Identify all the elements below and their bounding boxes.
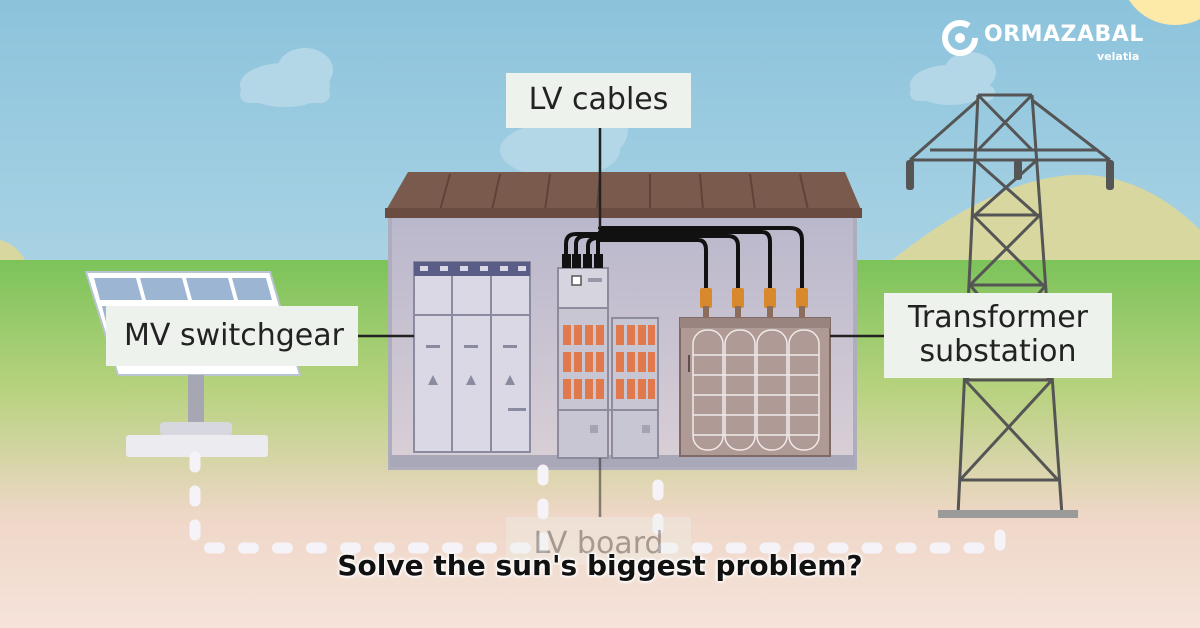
label-transformer-substation: Transformer substation (884, 293, 1112, 378)
brand-logo: ORMAZABAL velatia (940, 16, 1160, 66)
underground-cables (189, 451, 1006, 554)
transformer (679, 317, 831, 457)
ormazabal-ring-logo-icon (942, 20, 978, 56)
label-transformer-line2: substation (919, 334, 1077, 369)
label-lv-cables: LV cables (506, 73, 691, 128)
sun (1128, 0, 1200, 25)
lv-board-cable-plugs (562, 254, 603, 268)
cloud-right (910, 52, 996, 105)
leader-lines (358, 128, 884, 517)
brand-sub: velatia (1097, 50, 1140, 63)
label-mv-switchgear: MV switchgear (106, 306, 358, 366)
brand-name: ORMAZABAL (984, 22, 1144, 47)
roof (385, 172, 862, 218)
cloud-left (240, 48, 333, 107)
mv-switchgear-cabinet (413, 261, 531, 453)
tower-insulators (906, 160, 1114, 190)
label-transformer-line1: Transformer (907, 300, 1088, 335)
lv-board-panels (557, 267, 659, 459)
tower-base (938, 510, 1078, 518)
caption-subtitle: Solve the sun's biggest problem? (337, 549, 863, 582)
label-lv-board: LV board (506, 517, 691, 565)
lv-cables-wiring (564, 226, 804, 292)
transformer-connectors (700, 288, 808, 318)
